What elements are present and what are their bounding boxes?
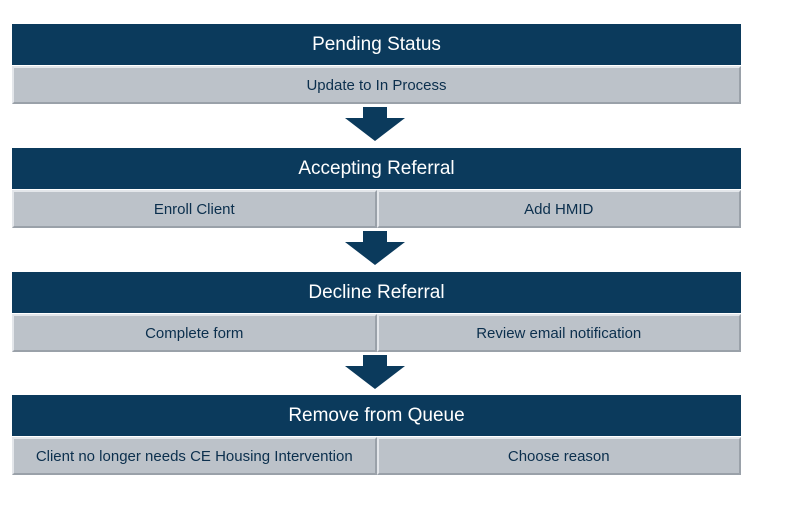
- step-decline-referral: Decline Referral Complete form Review em…: [12, 272, 741, 352]
- step-actions: Update to In Process: [12, 66, 741, 104]
- step-actions: Complete form Review email notification: [12, 314, 741, 352]
- step-title: Decline Referral: [12, 272, 741, 314]
- step-accepting-referral: Accepting Referral Enroll Client Add HMI…: [12, 148, 741, 228]
- action-item: Client no longer needs CE Housing Interv…: [12, 437, 377, 475]
- action-item: Choose reason: [376, 437, 741, 475]
- step-actions: Client no longer needs CE Housing Interv…: [12, 437, 741, 475]
- step-actions: Enroll Client Add HMID: [12, 190, 741, 228]
- action-item: Complete form: [12, 314, 377, 352]
- step-pending-status: Pending Status Update to In Process: [12, 24, 741, 104]
- step-title: Accepting Referral: [12, 148, 741, 190]
- step-title: Pending Status: [12, 24, 741, 66]
- action-item: Update to In Process: [12, 66, 741, 104]
- down-arrow-icon: [345, 231, 405, 265]
- action-item: Review email notification: [376, 314, 741, 352]
- down-arrow-icon: [345, 355, 405, 389]
- step-remove-from-queue: Remove from Queue Client no longer needs…: [12, 395, 741, 475]
- step-title: Remove from Queue: [12, 395, 741, 437]
- action-item: Enroll Client: [12, 190, 377, 228]
- down-arrow-icon: [345, 107, 405, 141]
- action-item: Add HMID: [376, 190, 741, 228]
